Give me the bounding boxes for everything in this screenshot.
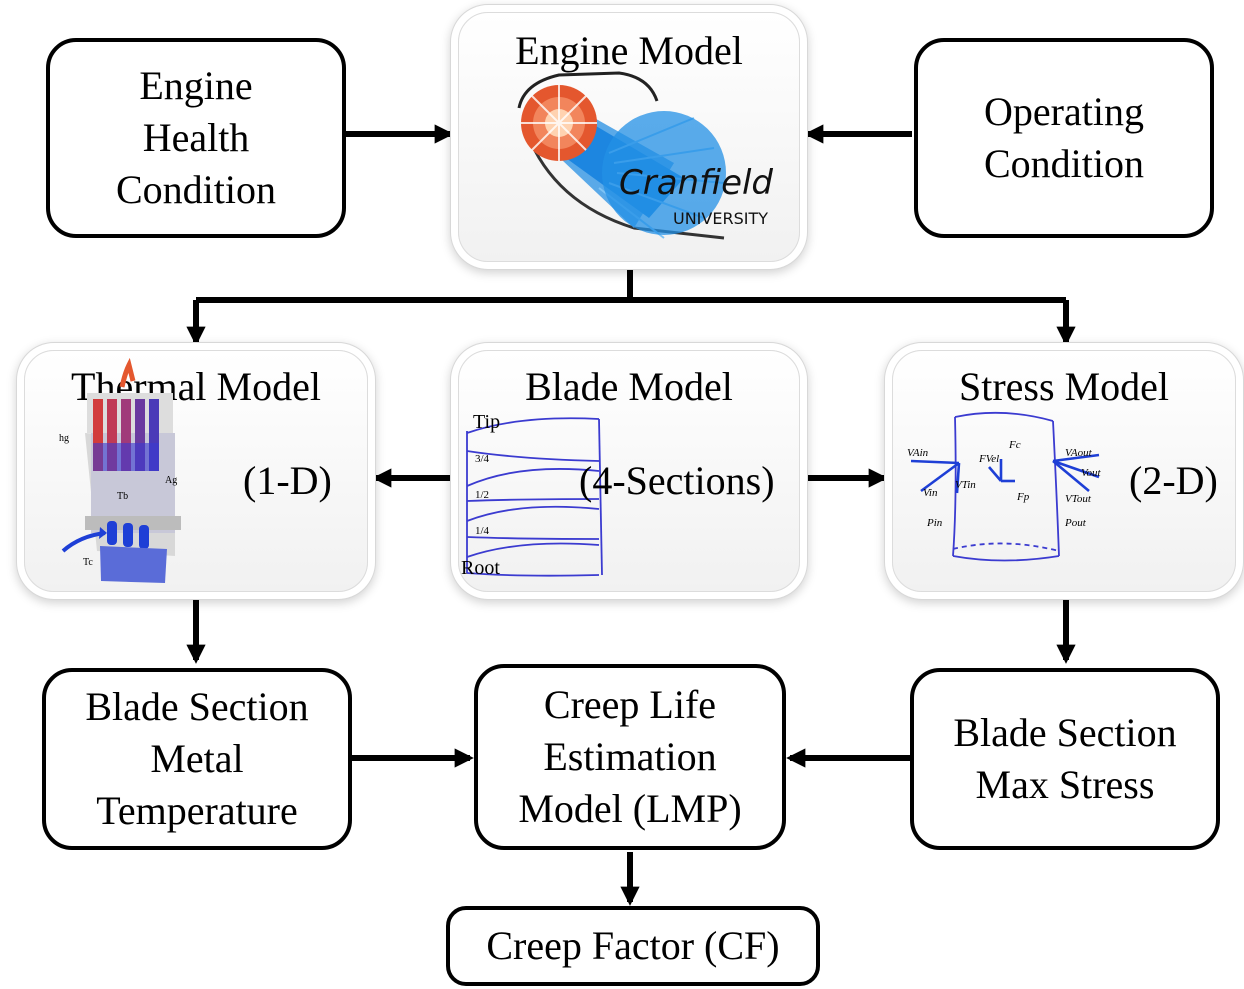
blade-section-max-stress-box: Blade Section Max Stress (910, 668, 1220, 850)
engine-illustration (517, 71, 726, 240)
stress-model-panel: Stress Model VAin Vin VTin Pin FVel Fc F… (892, 350, 1236, 592)
blade-fraction-3-4: 3/4 (475, 453, 490, 465)
label-tc: Tc (83, 557, 93, 568)
thermal-blade-illustration (61, 357, 181, 583)
blade-fraction-1-2: 1/2 (475, 489, 490, 501)
label-pout: Pout (1065, 517, 1086, 529)
engine-model-panel: Engine Model Cranfield UNIVERSITY (458, 12, 800, 262)
cranfield-logo-subtext: UNIVERSITY (673, 209, 768, 228)
cranfield-logo-text: Cranfield (619, 163, 774, 203)
thermal-model-dimension: (1-D) (243, 458, 332, 503)
arrow-engine-to-thermal-stress (196, 265, 633, 303)
label-vin: Vin (923, 487, 938, 499)
label-fvel: FVel (979, 453, 1000, 465)
engine-model-title: Engine Model (515, 28, 743, 73)
stress-force-illustration (910, 411, 1100, 562)
label-hg: hg (59, 433, 69, 444)
label-fc: Fc (1009, 439, 1021, 451)
engine-health-condition-box: Engine Health Condition (46, 38, 346, 238)
label-ag: Ag (165, 475, 178, 486)
blade-model-sections: (4-Sections) (579, 458, 775, 503)
label-fp: Fp (1017, 491, 1030, 503)
label-vain: VAin (907, 447, 929, 459)
label-pin: Pin (927, 517, 943, 529)
stress-model-dimension: (2-D) (1129, 458, 1218, 503)
creep-life-estimation-model-box: Creep Life Estimation Model (LMP) (474, 664, 786, 850)
label-vtin: VTin (955, 479, 976, 491)
label-vtout: VTout (1065, 493, 1091, 505)
stress-model-title: Stress Model (959, 364, 1169, 409)
creep-factor-box: Creep Factor (CF) (446, 906, 820, 986)
blade-fraction-1-4: 1/4 (475, 525, 490, 537)
blade-tip-label: Tip (473, 411, 501, 433)
blade-model-title: Blade Model (525, 364, 733, 409)
blade-sections-illustration (466, 417, 603, 577)
label-tb: Tb (117, 491, 129, 502)
thermal-model-panel: Thermal Model hg Ag Tb Tc (1-D) (24, 350, 368, 592)
blade-section-metal-temperature-box: Blade Section Metal Temperature (42, 668, 352, 850)
blade-root-label: Root (461, 557, 500, 579)
blade-model-panel: Blade Model Tip 3/4 1/2 1/4 Root (4-Sect… (458, 350, 800, 592)
operating-condition-box: Operating Condition (914, 38, 1214, 238)
label-vaout: VAout (1065, 447, 1092, 459)
label-vout: Vout (1081, 467, 1101, 479)
